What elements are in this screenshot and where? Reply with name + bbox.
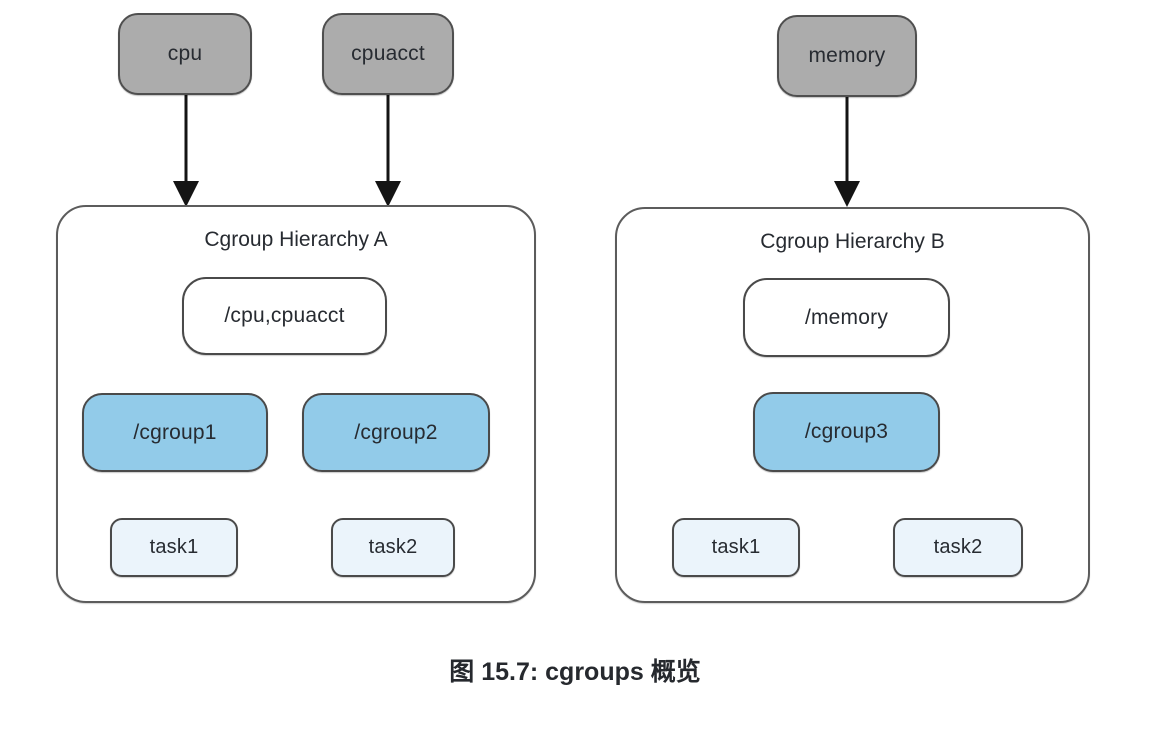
node-cgroup3: /cgroup3 <box>753 392 940 472</box>
node-root-cpu-cpuacct: /cpu,cpuacct <box>182 277 387 355</box>
subsystem-node-cpu: cpu <box>118 13 252 95</box>
node-task2-hierarchy-b: task2 <box>893 518 1023 577</box>
figure-caption: 图 15.7: cgroups 概览 <box>449 658 701 686</box>
arrowhead-memory <box>834 181 860 207</box>
node-task1-hierarchy-b: task1 <box>672 518 800 577</box>
hierarchy-b-title: Cgroup Hierarchy B <box>760 230 945 253</box>
subsystem-node-cpuacct: cpuacct <box>322 13 454 95</box>
node-cgroup2: /cgroup2 <box>302 393 490 472</box>
arrowhead-cpu <box>173 181 199 207</box>
node-cgroup1: /cgroup1 <box>82 393 268 472</box>
node-task1-hierarchy-a: task1 <box>110 518 238 577</box>
arrowhead-cpuacct <box>375 181 401 207</box>
node-task2-hierarchy-a: task2 <box>331 518 455 577</box>
node-root-memory: /memory <box>743 278 950 357</box>
subsystem-node-memory: memory <box>777 15 917 97</box>
hierarchy-a-title: Cgroup Hierarchy A <box>204 228 388 251</box>
